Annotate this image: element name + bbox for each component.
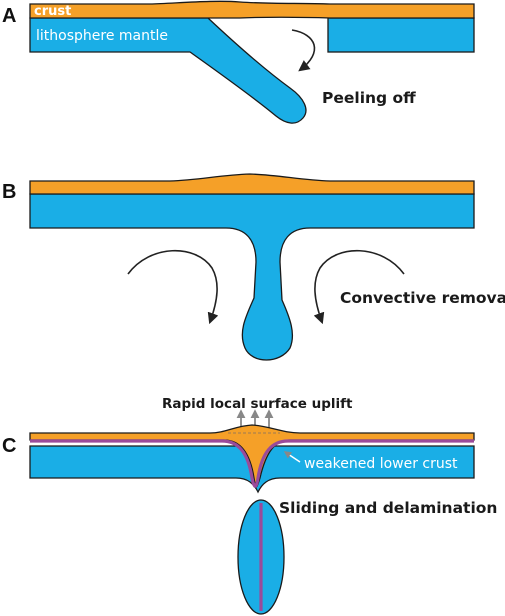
panel-a-mantle-slab: [29, 17, 307, 124]
weak-layer-label: weakened lower crust: [304, 456, 458, 472]
convection-arrow-right-icon: [313, 249, 405, 325]
panel-c: C Rapid local surface uplift weakened lo…: [2, 396, 497, 615]
panel-b-mantle-drip: [29, 193, 475, 361]
panel-a-crust: [29, 0, 475, 19]
panel-a-mantle-right: [327, 17, 475, 53]
weakened-lower-crust-layer: [30, 439, 474, 488]
mantle-label: lithosphere mantle: [36, 28, 168, 44]
uplift-caption: Rapid local surface uplift: [162, 396, 353, 412]
panel-c-caption: Sliding and delamination: [279, 499, 497, 517]
panel-b-crust: [29, 173, 475, 195]
weak-layer-pointer-icon: [283, 451, 301, 463]
panel-b: B Convective removal: [2, 173, 505, 361]
panel-a-letter: A: [2, 5, 16, 27]
crust-label: crust: [34, 4, 71, 19]
peeling-arrow-icon: [291, 29, 316, 72]
panel-b-caption: Convective removal: [340, 289, 505, 307]
panel-c-letter: C: [2, 435, 16, 457]
panel-a-caption: Peeling off: [322, 89, 416, 107]
panel-a: A crust lithosphere mantle Peeling off: [2, 0, 475, 124]
convection-arrow-left-icon: [127, 249, 219, 325]
panel-b-letter: B: [2, 181, 16, 203]
